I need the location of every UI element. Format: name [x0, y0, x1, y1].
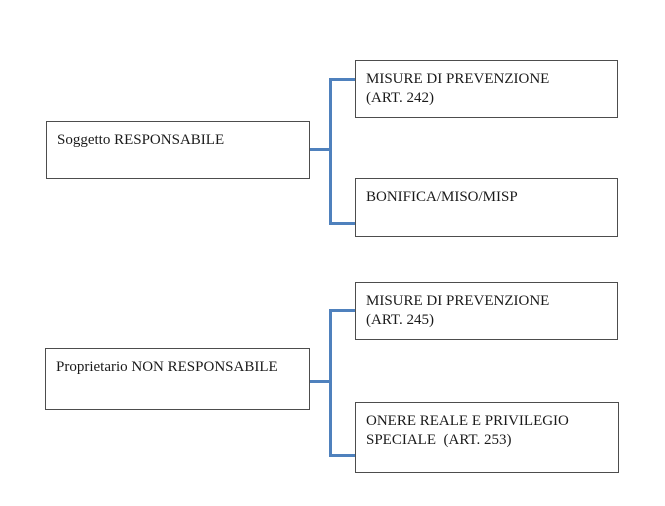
- node-bonifica-miso-misp: BONIFICA/MISO/MISP: [355, 178, 618, 237]
- node-misure-di-prevenzione-art-242: MISURE DI PREVENZIONE (ART. 242): [355, 60, 618, 118]
- connector-group1-stub: [310, 148, 332, 151]
- node-soggetto-responsabile: Soggetto RESPONSABILE: [46, 121, 310, 179]
- connector-group1-vertical: [329, 78, 332, 225]
- connector-group2-stub: [310, 380, 332, 383]
- node-onere-reale-e-privilegio-speciale-art-253: ONERE REALE E PRIVILEGIO SPECIALE (ART. …: [355, 402, 619, 473]
- connector-group1-branch-top: [329, 78, 355, 81]
- connector-group2-branch-top: [329, 309, 355, 312]
- node-misure-di-prevenzione-art-245: MISURE DI PREVENZIONE (ART. 245): [355, 282, 618, 340]
- connector-group2-vertical: [329, 309, 332, 457]
- connector-group1-branch-bottom: [329, 222, 355, 225]
- node-proprietario-non-responsabile: Proprietario NON RESPONSABILE: [45, 348, 310, 410]
- connector-group2-branch-bottom: [329, 454, 355, 457]
